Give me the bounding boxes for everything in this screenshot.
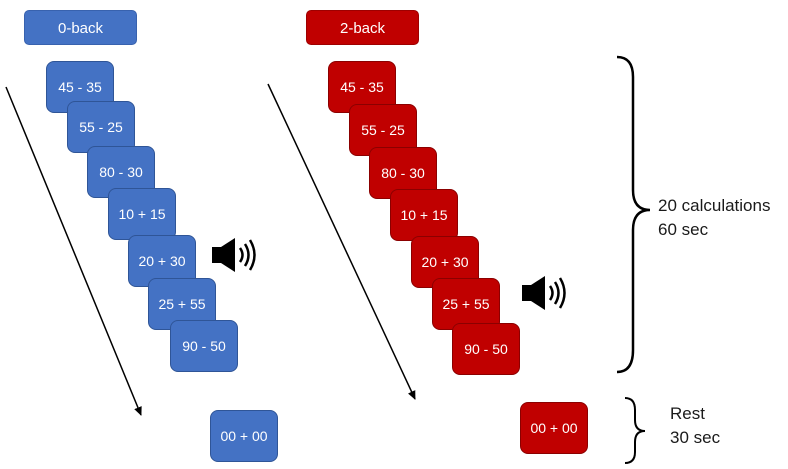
card-2back-rest: 00 + 00 xyxy=(520,402,588,454)
card-0back-7: 90 - 50 xyxy=(170,320,238,372)
card-0back-rest: 00 + 00 xyxy=(210,410,278,462)
speaker-sound-icon xyxy=(522,276,566,310)
card-2back-6: 25 + 55 xyxy=(432,278,500,330)
rest-annotation: Rest 30 sec xyxy=(670,402,720,450)
card-2back-7: 90 - 50 xyxy=(452,323,520,375)
time-arrow-icon xyxy=(5,86,142,416)
task-count: 20 calculations xyxy=(658,196,771,215)
task-duration: 60 sec xyxy=(658,220,709,239)
rest-label: Rest xyxy=(670,404,705,423)
time-arrow-icon xyxy=(267,83,416,400)
label-2-back: 2-back xyxy=(306,10,419,45)
curly-brace-icon xyxy=(624,397,646,464)
card-2back-4: 10 + 15 xyxy=(390,189,458,241)
curly-brace-icon xyxy=(616,55,651,374)
task-annotation: 20 calculations 60 sec xyxy=(658,194,770,242)
label-0-back: 0-back xyxy=(24,10,137,45)
rest-duration: 30 sec xyxy=(670,428,721,447)
card-0back-4: 10 + 15 xyxy=(108,188,176,240)
speaker-sound-icon xyxy=(212,238,256,272)
